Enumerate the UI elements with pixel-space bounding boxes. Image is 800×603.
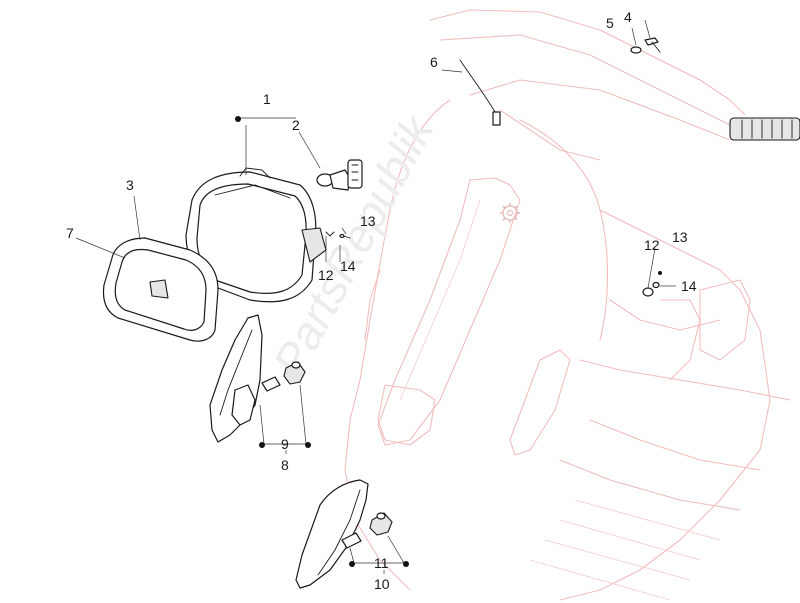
- callout-5: 5: [606, 15, 614, 31]
- clip-part-left: [325, 231, 351, 239]
- callout-1: 1: [263, 91, 271, 107]
- right-turn-signal-part: [295, 479, 369, 589]
- bullet-dot: [259, 442, 265, 448]
- bulb-part: [316, 159, 363, 191]
- callout-7: 7: [66, 225, 74, 241]
- callout-2: 2: [292, 117, 300, 133]
- left-bulb-part: [261, 361, 306, 392]
- callout-9: 9: [281, 436, 289, 452]
- callout-4: 4: [624, 9, 632, 25]
- scooter-body-ghost: [344, 9, 800, 601]
- callout-10: 10: [374, 576, 390, 592]
- headlamp-assembly-part: [185, 167, 327, 303]
- bullet-dot: [349, 561, 355, 567]
- callout-13-left: 13: [360, 213, 376, 229]
- screw-part: [644, 37, 661, 53]
- left-turn-signal-part: [209, 314, 263, 443]
- bullet-dot: [235, 116, 241, 122]
- right-bulb-part: [341, 512, 393, 549]
- washer-part: [630, 46, 642, 54]
- callout-8: 8: [281, 457, 289, 473]
- callout-11: 11: [374, 555, 389, 571]
- bullet-dot: [403, 561, 409, 567]
- callout-12-left: 12: [318, 267, 334, 283]
- callout-12-right: 12: [644, 237, 660, 253]
- headlamp-frame-part: [102, 237, 219, 342]
- callout-13-right: 13: [672, 229, 688, 245]
- gear-icon: [500, 203, 520, 223]
- callout-14-right: 14: [681, 278, 697, 294]
- clip-part-right: [642, 281, 660, 297]
- cable-part: [459, 59, 501, 126]
- leader-lines: [75, 19, 676, 574]
- handlebar-grip: [729, 117, 800, 141]
- bullet-dot: [305, 442, 311, 448]
- callout-3: 3: [126, 177, 134, 193]
- callout-14-left: 14: [340, 258, 356, 274]
- bullet-dot: [658, 271, 662, 275]
- callout-6: 6: [430, 54, 438, 70]
